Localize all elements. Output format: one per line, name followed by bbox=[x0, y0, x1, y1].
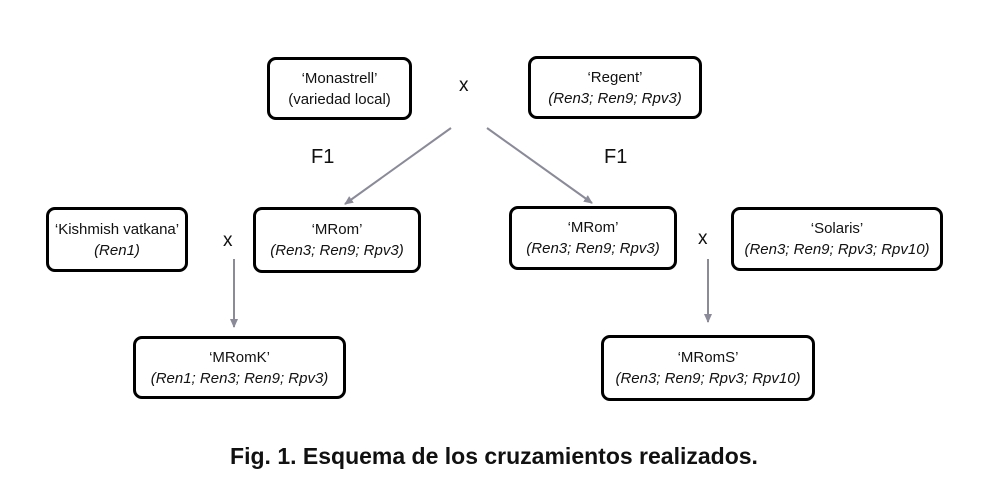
node-solaris: ‘Solaris’ (Ren3; Ren9; Rpv3; Rpv10) bbox=[731, 207, 943, 271]
node-mrom-left: ‘MRom’ (Ren3; Ren9; Rpv3) bbox=[253, 207, 421, 273]
node-solaris-name: ‘Solaris’ bbox=[810, 220, 864, 237]
node-mrom-right-detail: (Ren3; Ren9; Rpv3) bbox=[526, 240, 660, 257]
node-mromk-name: ‘MRomK’ bbox=[209, 348, 270, 366]
node-mrom-left-name: ‘MRom’ bbox=[311, 221, 363, 238]
node-mromk: ‘MRomK’ (Ren1; Ren3; Ren9; Rpv3) bbox=[133, 336, 346, 399]
cross-symbol-left: x bbox=[223, 230, 233, 251]
cross-symbol-top: x bbox=[459, 75, 469, 96]
node-mroms-detail: (Ren3; Ren9; Rpv3; Rpv10) bbox=[615, 370, 801, 387]
node-kishmish-detail: (Ren1) bbox=[94, 241, 140, 259]
node-mromk-detail: (Ren1; Ren3; Ren9; Rpv3) bbox=[150, 369, 329, 387]
figure-caption: Fig. 1. Esquema de los cruzamientos real… bbox=[230, 443, 758, 469]
generation-label-left: F1 bbox=[311, 146, 335, 168]
node-regent: ‘Regent’ (Ren3; Ren9; Rpv3) bbox=[528, 56, 702, 119]
node-mroms-name: ‘MRomS’ bbox=[677, 349, 739, 366]
node-mrom-left-detail: (Ren3; Ren9; Rpv3) bbox=[270, 242, 404, 259]
node-regent-name: ‘Regent’ bbox=[587, 68, 643, 86]
node-monastrell-detail: (variedad local) bbox=[288, 90, 391, 108]
arrow-to-mrom-left bbox=[344, 127, 452, 205]
arrow-to-mrom-right bbox=[486, 127, 593, 204]
node-mroms: ‘MRomS’ (Ren3; Ren9; Rpv3; Rpv10) bbox=[601, 335, 815, 401]
node-monastrell-name: ‘Monastrell’ bbox=[301, 69, 378, 87]
node-kishmish-vatkana: ‘Kishmish vatkana’ (Ren1) bbox=[46, 207, 188, 272]
node-solaris-detail: (Ren3; Ren9; Rpv3; Rpv10) bbox=[744, 241, 930, 258]
node-regent-detail: (Ren3; Ren9; Rpv3) bbox=[548, 89, 682, 107]
generation-label-right: F1 bbox=[604, 146, 628, 168]
node-kishmish-name: ‘Kishmish vatkana’ bbox=[54, 220, 180, 238]
cross-symbol-right: x bbox=[698, 228, 708, 249]
node-mrom-right-name: ‘MRom’ bbox=[567, 219, 619, 236]
node-monastrell: ‘Monastrell’ (variedad local) bbox=[267, 57, 412, 120]
node-mrom-right: ‘MRom’ (Ren3; Ren9; Rpv3) bbox=[509, 206, 677, 270]
